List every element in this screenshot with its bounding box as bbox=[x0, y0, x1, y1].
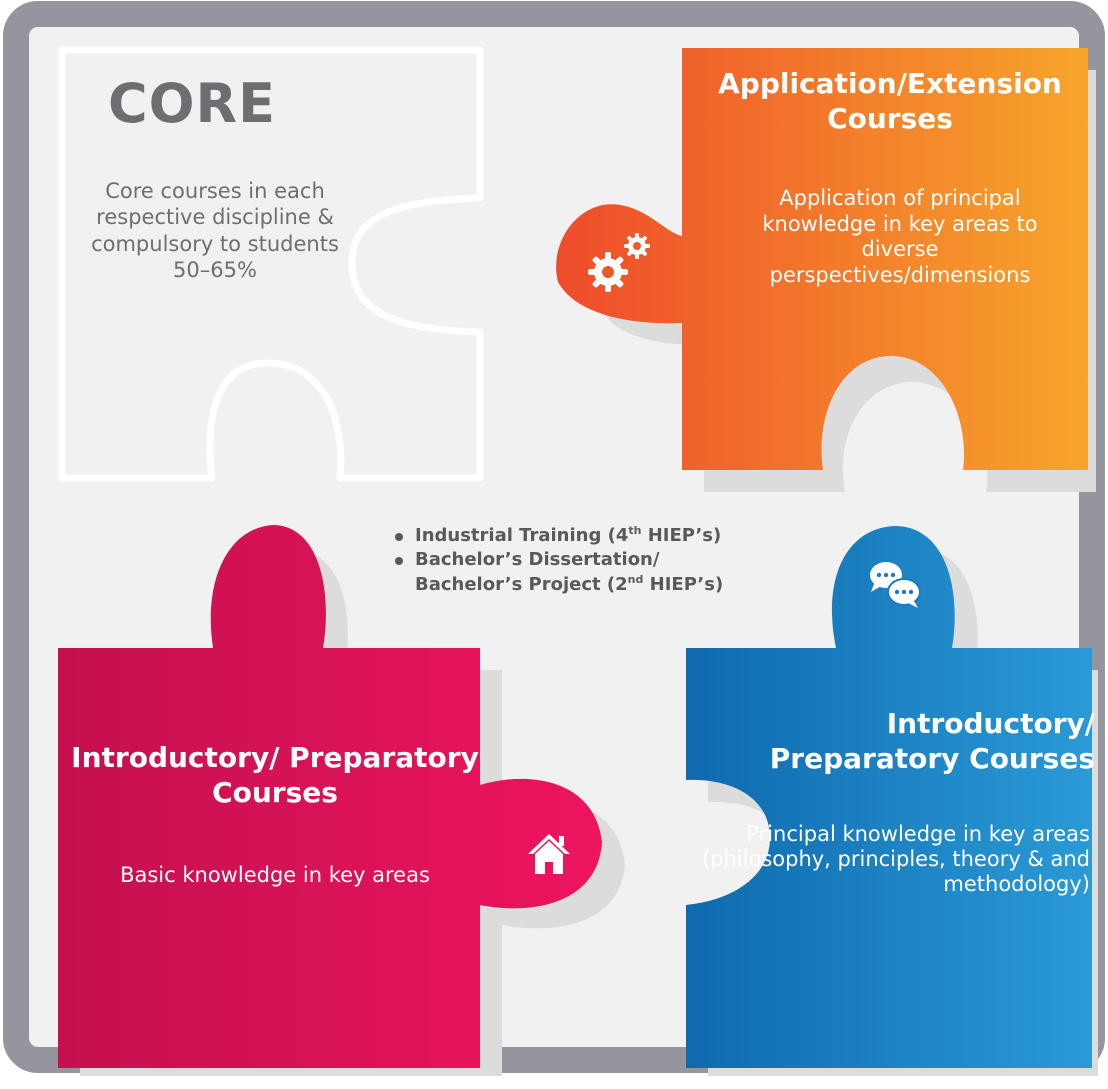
core-piece bbox=[58, 46, 484, 482]
bullet-text-line2: Bachelor’s Project (2 bbox=[415, 573, 628, 595]
core-description: Core courses in each respective discipli… bbox=[91, 179, 339, 282]
application-description: Application of principal knowledge in ke… bbox=[762, 186, 1038, 287]
intro-right-piece bbox=[686, 526, 1092, 1068]
bullet-text: Bachelor’s Dissertation/ bbox=[415, 549, 660, 571]
core-title: CORE bbox=[108, 72, 277, 135]
bullet-text-tail: HIEP’s) bbox=[641, 525, 722, 546]
intro-left-description: Basic knowledge in key areas bbox=[120, 863, 430, 887]
bullet-text-tail: HIEP’s) bbox=[643, 573, 724, 595]
home-icon bbox=[528, 834, 570, 874]
application-piece bbox=[556, 48, 1088, 470]
center-bullet-list: Industrial Training (4th HIEP’s) Bachelo… bbox=[393, 524, 723, 597]
intro-right-description: Principal knowledge in key areas (philos… bbox=[701, 822, 1090, 897]
bullet-bachelor-dissertation: Bachelor’s Dissertation/Bachelor’s Proje… bbox=[393, 548, 723, 597]
application-title: Application/Extension Courses bbox=[718, 67, 1062, 135]
bullet-text: Industrial Training (4 bbox=[415, 525, 629, 546]
ordinal-suffix: nd bbox=[627, 572, 644, 586]
intro-right-title: Introductory/ Preparatory Courses bbox=[769, 707, 1095, 775]
intro-left-title: Introductory/ Preparatory Courses bbox=[71, 741, 479, 809]
intro-left-piece bbox=[58, 525, 602, 1068]
ordinal-suffix: th bbox=[628, 524, 642, 537]
chat-bubbles-icon bbox=[870, 562, 921, 608]
gears-icon bbox=[588, 233, 650, 292]
bullet-industrial-training: Industrial Training (4th HIEP’s) bbox=[393, 524, 723, 548]
